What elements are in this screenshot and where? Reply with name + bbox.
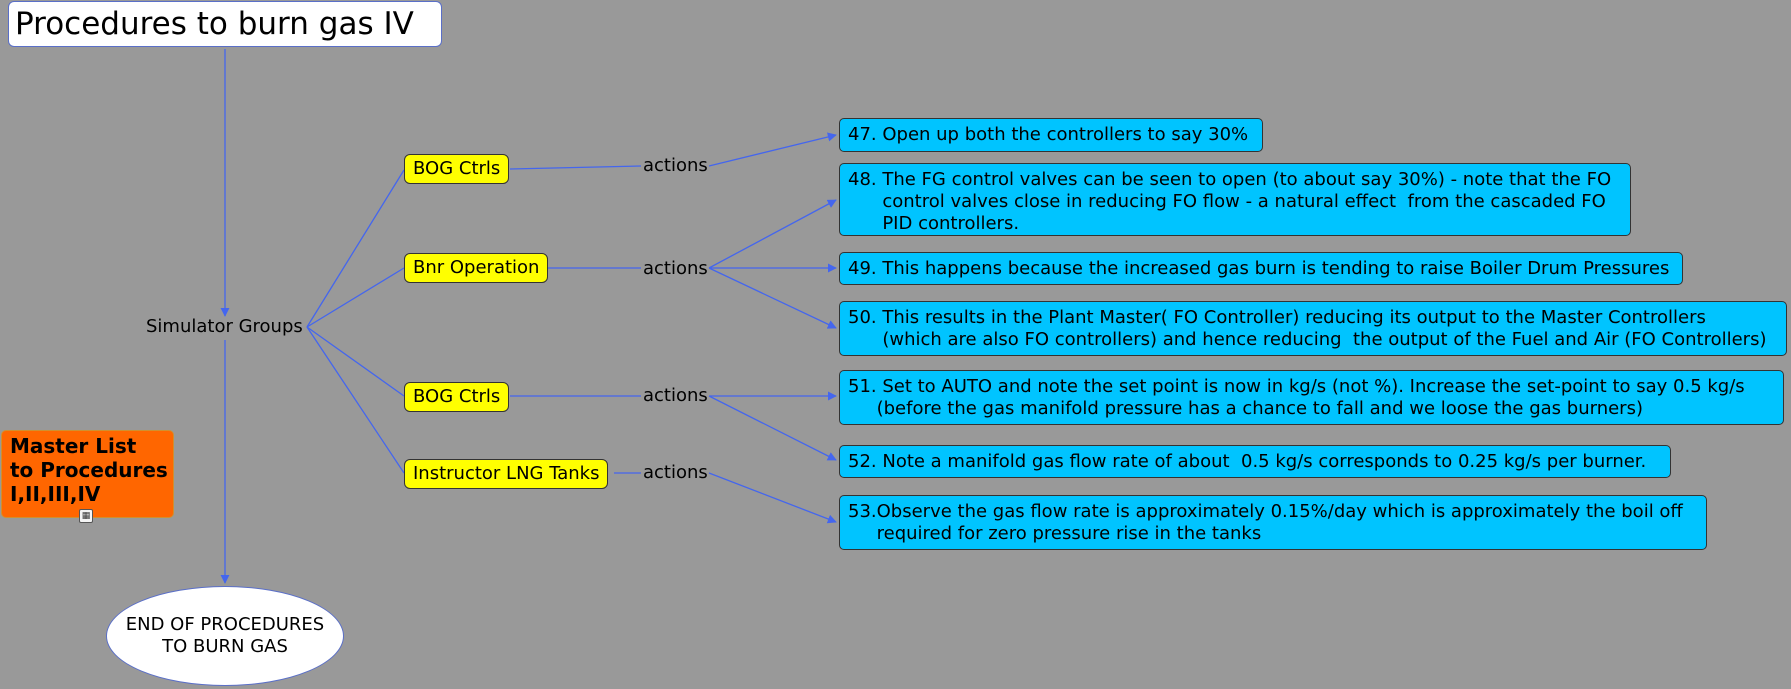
link-actions-2-to-step-48 bbox=[708, 199, 837, 269]
link-hub-to-group-2 bbox=[306, 267, 405, 328]
actions-label-3: actions bbox=[643, 385, 708, 406]
link-group-1-to-actions bbox=[509, 165, 642, 170]
link-actions-4-to-step-53 bbox=[708, 472, 837, 524]
step-51[interactable]: 51. Set to AUTO and note the set point i… bbox=[839, 370, 1784, 425]
group-bnr-operation[interactable]: Bnr Operation bbox=[404, 253, 549, 283]
link-actions-2-to-step-50 bbox=[708, 267, 837, 329]
link-hub-to-group-1 bbox=[306, 169, 405, 328]
actions-label-1: actions bbox=[643, 155, 708, 176]
group-bog-ctrls-1[interactable]: BOG Ctrls bbox=[404, 154, 510, 184]
link-hub-to-group-3 bbox=[306, 326, 405, 397]
step-49[interactable]: 49. This happens because the increased g… bbox=[839, 252, 1683, 285]
group-instructor-lng-tanks[interactable]: Instructor LNG Tanks bbox=[404, 459, 609, 489]
actions-label-4: actions bbox=[643, 462, 708, 483]
master-list-link[interactable]: Master List to Procedures I,II,III,IV bbox=[1, 430, 174, 518]
simulator-groups-node[interactable]: Simulator Groups bbox=[146, 316, 303, 337]
step-47[interactable]: 47. Open up both the controllers to say … bbox=[839, 118, 1263, 152]
end-of-procedures-node[interactable]: END OF PROCEDURES TO BURN GAS bbox=[106, 586, 344, 686]
step-53[interactable]: 53.Observe the gas flow rate is approxim… bbox=[839, 495, 1707, 550]
step-52[interactable]: 52. Note a manifold gas flow rate of abo… bbox=[839, 445, 1671, 478]
link-actions-3-to-step-52 bbox=[708, 395, 837, 461]
link-hub-to-group-4 bbox=[306, 326, 405, 474]
step-48[interactable]: 48. The FG control valves can be seen to… bbox=[839, 163, 1631, 236]
concept-map-link-icon[interactable]: ▦ bbox=[79, 509, 93, 523]
group-bog-ctrls-2[interactable]: BOG Ctrls bbox=[404, 382, 510, 412]
step-50[interactable]: 50. This results in the Plant Master( FO… bbox=[839, 301, 1787, 356]
actions-label-2: actions bbox=[643, 258, 708, 279]
map-title: Procedures to burn gas IV bbox=[8, 1, 442, 47]
link-actions-1-to-step-47 bbox=[708, 132, 837, 167]
